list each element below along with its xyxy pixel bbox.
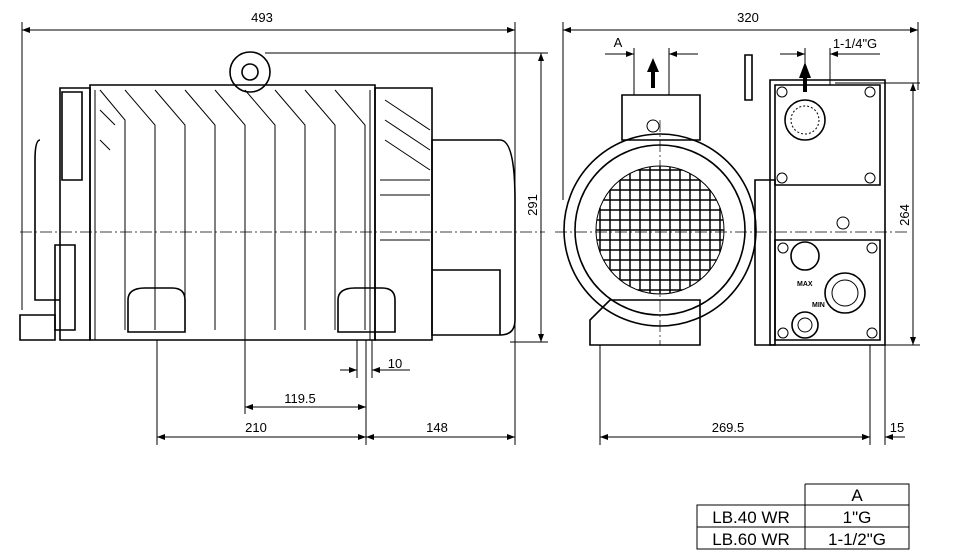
dim-foot-width: 10 — [388, 356, 402, 371]
dim-foot-spacing: 210 — [245, 420, 267, 435]
table-header-a: A — [851, 486, 863, 505]
dim-overall-length: 493 — [251, 10, 273, 25]
inlet-arrow-icon — [647, 58, 659, 88]
table-a-lb60: 1-1/2"G — [828, 530, 886, 549]
dim-outlet-thread: 1-1/4"G — [833, 36, 877, 51]
model-table — [696, 483, 910, 550]
oil-min-label: MIN — [812, 302, 825, 309]
table-model-lb60: LB.60 WR — [712, 530, 789, 549]
dim-height-left: 291 — [525, 194, 540, 216]
pump-end-view — [555, 54, 910, 346]
pump-side-view — [19, 51, 545, 341]
table-model-lb40: LB.40 WR — [712, 508, 789, 527]
dim-right-offset: 15 — [890, 420, 904, 435]
table-a-lb40: 1"G — [843, 508, 872, 527]
dim-height-right: 264 — [897, 204, 912, 226]
outlet-arrow-icon — [799, 62, 811, 92]
dim-inlet-a: A — [614, 35, 623, 50]
oil-max-label: MAX — [797, 281, 813, 288]
dim-overall-width: 320 — [737, 10, 759, 25]
dim-motor-overhang: 148 — [426, 420, 448, 435]
dim-mount-width: 269.5 — [712, 420, 745, 435]
dimension-lines — [21, 22, 920, 445]
dim-foot-spacing-inner: 119.5 — [284, 391, 316, 406]
